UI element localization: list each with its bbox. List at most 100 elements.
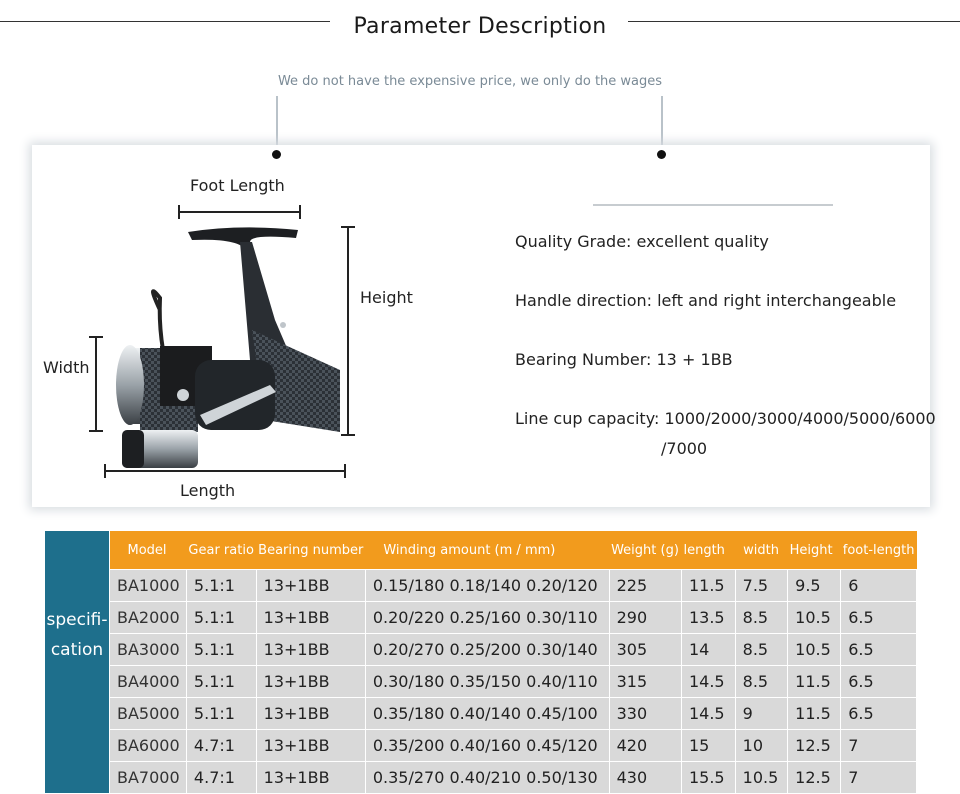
table-cell: 8.5 [734, 665, 789, 698]
table-cell: 0.15/180 0.18/140 0.20/120 [364, 569, 610, 602]
model-cell: BA7000 [109, 761, 187, 794]
pin-line-right [661, 96, 663, 152]
height-label: Height [360, 288, 413, 307]
table-cell: 10.5 [787, 633, 842, 666]
length-line [104, 470, 346, 472]
column-header: Bearing number [256, 531, 366, 570]
table-cell: 13+1BB [255, 697, 366, 730]
spec-handle-direction: Handle direction: left and right interch… [515, 291, 897, 310]
table-cell: 8.5 [734, 601, 789, 634]
table-cell: 5.1:1 [185, 633, 257, 666]
specification-side-label: specifi- cation [45, 531, 109, 793]
table-cell: 6.5 [840, 665, 917, 698]
table-cell: 10 [734, 729, 789, 762]
column-header: Weight (g) [609, 531, 682, 570]
table-cell: 13+1BB [255, 761, 366, 794]
foot-length-tick-right [299, 205, 301, 219]
table-cell: 11.5 [787, 665, 842, 698]
width-line [95, 336, 97, 432]
foot-length-tick-left [178, 205, 180, 219]
table-cell: 5.1:1 [185, 665, 257, 698]
model-cell: BA3000 [109, 633, 187, 666]
table-cell: 0.35/200 0.40/160 0.45/120 [364, 729, 610, 762]
table-cell: 0.20/270 0.25/200 0.30/140 [364, 633, 610, 666]
table-cell: 13+1BB [255, 633, 366, 666]
spec-table-grid: Model Gear ratio Bearing number Winding … [109, 531, 917, 794]
length-tick-right [344, 464, 346, 478]
table-cell: 9 [734, 697, 789, 730]
spec-quality-grade: Quality Grade: excellent quality [515, 232, 769, 251]
spec-bearing-number: Bearing Number: 13 + 1BB [515, 350, 733, 369]
table-cell: 10.5 [734, 761, 789, 794]
table-cell: 12.5 [787, 761, 842, 794]
spec-line-cup-capacity-cont: /7000 [661, 439, 708, 458]
table-cell: 6.5 [840, 601, 917, 634]
spec-divider [593, 204, 833, 206]
table-cell: 5.1:1 [185, 569, 257, 602]
specification-table: specifi- cation Model Gear ratio Bearing… [45, 531, 917, 794]
table-cell: 0.30/180 0.35/150 0.40/110 [364, 665, 610, 698]
height-line [347, 226, 349, 436]
foot-length-line [178, 211, 301, 213]
table-cell: 0.35/180 0.40/140 0.45/100 [364, 697, 610, 730]
side-label-line-1: specifi- [46, 610, 108, 630]
model-cell: BA6000 [109, 729, 187, 762]
table-cell: 13+1BB [255, 729, 366, 762]
table-cell: 7 [840, 761, 917, 794]
tagline: We do not have the expensive price, we o… [277, 74, 663, 89]
table-cell: 12.5 [787, 729, 842, 762]
column-header: Winding amount (m / mm) [365, 531, 610, 570]
table-cell: 315 [608, 665, 682, 698]
width-tick-top [89, 336, 103, 338]
column-header: Gear ratio [186, 531, 257, 570]
table-cell: 7.5 [734, 569, 789, 602]
spec-line-cup-capacity: Line cup capacity: 1000/2000/3000/4000/5… [515, 409, 936, 428]
fishing-reel-image [116, 227, 340, 468]
table-cell: 4.7:1 [185, 729, 257, 762]
side-label-line-2: cation [50, 640, 104, 660]
table-cell: 6.5 [840, 697, 917, 730]
table-cell: 15 [680, 729, 736, 762]
table-cell: 305 [608, 633, 682, 666]
header-rule-left [0, 21, 330, 22]
table-cell: 330 [608, 697, 682, 730]
column-header: Model [109, 531, 187, 570]
table-cell: 14.5 [680, 665, 736, 698]
column-header: length [681, 531, 736, 570]
pin-line-left [276, 96, 278, 152]
table-cell: 13.5 [680, 601, 736, 634]
table-cell: 11.5 [787, 697, 842, 730]
table-cell: 6.5 [840, 633, 917, 666]
table-cell: 8.5 [734, 633, 789, 666]
length-tick-left [104, 464, 106, 478]
table-header-row: Model Gear ratio Bearing number Winding … [109, 531, 917, 570]
column-header: foot-length [840, 531, 917, 570]
table-cell: 9.5 [787, 569, 842, 602]
table-cell: 5.1:1 [185, 697, 257, 730]
table-cell: 13+1BB [255, 569, 366, 602]
table-cell: 10.5 [787, 601, 842, 634]
column-header: Height [787, 531, 841, 570]
header-rule-right [628, 21, 960, 22]
height-tick-bottom [341, 434, 355, 436]
table-cell: 0.35/270 0.40/210 0.50/130 [364, 761, 610, 794]
length-label: Length [180, 481, 236, 500]
table-cell: 13+1BB [255, 601, 366, 634]
model-cell: BA2000 [109, 601, 187, 634]
height-tick-top [341, 226, 355, 228]
table-cell: 4.7:1 [185, 761, 257, 794]
table-cell: 0.20/220 0.25/160 0.30/110 [364, 601, 610, 634]
table-cell: 7 [840, 729, 917, 762]
table-cell: 290 [608, 601, 682, 634]
width-label: Width [43, 358, 90, 377]
table-cell: 430 [608, 761, 682, 794]
pin-dot-right [657, 150, 666, 159]
model-cell: BA5000 [109, 697, 187, 730]
foot-length-label: Foot Length [190, 176, 285, 195]
table-cell: 11.5 [680, 569, 736, 602]
